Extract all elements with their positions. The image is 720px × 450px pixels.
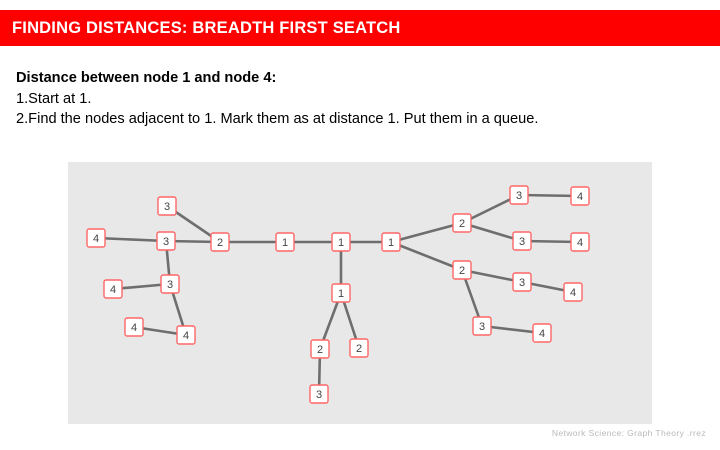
- graph-node-label: 4: [570, 287, 576, 299]
- graph-node[interactable]: 2: [310, 339, 330, 359]
- graph-node[interactable]: 3: [309, 384, 329, 404]
- graph-node[interactable]: 3: [156, 231, 176, 251]
- graph-node-label: 2: [459, 218, 465, 230]
- graph-node-box: [381, 232, 401, 252]
- graph-node[interactable]: 3: [512, 272, 532, 292]
- graph-edge: [95, 236, 167, 243]
- graph-node-label: 3: [164, 201, 170, 213]
- graph-edge: [390, 221, 463, 244]
- graph-node-label: 1: [282, 237, 288, 249]
- graph-node-box: [275, 232, 295, 252]
- graph-node-box: [331, 232, 351, 252]
- body-line-3: 2.Find the nodes adjacent to 1. Mark the…: [16, 111, 539, 127]
- graph-node-label: 2: [356, 343, 362, 355]
- graph-node[interactable]: 1: [331, 232, 351, 252]
- graph-node-box: [349, 338, 369, 358]
- graph-node-box: [124, 317, 144, 337]
- graph-node[interactable]: 3: [157, 196, 177, 216]
- graph-node-box: [570, 232, 590, 252]
- body-line-1: Distance between node 1 and node 4:: [16, 70, 277, 86]
- graph-node-label: 3: [167, 279, 173, 291]
- graph-node-label: 4: [577, 237, 583, 249]
- graph-node-label: 4: [183, 330, 189, 342]
- source-credit: Network Science: Graph Theory .rrez: [551, 428, 706, 438]
- graph-node-label: 1: [388, 237, 394, 249]
- graph-node-label: 3: [163, 236, 169, 248]
- graph-node-label: 2: [217, 237, 223, 249]
- graph-node[interactable]: 4: [570, 232, 590, 252]
- graph-edge: [461, 221, 523, 243]
- graph-node[interactable]: 3: [509, 185, 529, 205]
- graph-node[interactable]: 3: [472, 316, 492, 336]
- graph-node-label: 3: [516, 190, 522, 202]
- graph-edge: [461, 268, 523, 284]
- graph-node-box: [86, 228, 106, 248]
- graph-node-box: [210, 232, 230, 252]
- graph-node-label: 3: [316, 389, 322, 401]
- graph-node-box: [331, 283, 351, 303]
- graph-node-box: [512, 272, 532, 292]
- body-line-2: 1.Start at 1.: [16, 90, 92, 107]
- graph-node-box: [532, 323, 552, 343]
- graph-node-box: [310, 339, 330, 359]
- graph-edge: [390, 240, 463, 272]
- slide-body-text: Distance between node 1 and node 4: 1.St…: [16, 68, 706, 130]
- graph-svg: 1 1 1 1 2 2 2 2 2 3 3 3 3 3 3 3 3 4 4 4 4 4 4 4 4: [86, 185, 590, 404]
- graph-node-label: 1: [338, 288, 344, 300]
- graph-node[interactable]: 1: [381, 232, 401, 252]
- graph-node[interactable]: 4: [124, 317, 144, 337]
- graph-node-label: 3: [479, 321, 485, 333]
- graph-node[interactable]: 1: [331, 283, 351, 303]
- graph-node-box: [512, 231, 532, 251]
- graph-node-box: [103, 279, 123, 299]
- graph-node[interactable]: 4: [176, 325, 196, 345]
- graph-node-box: [176, 325, 196, 345]
- slide-title-bar: FINDING DISTANCES: BREADTH FIRST SEATCH: [0, 10, 720, 46]
- graph-node-box: [156, 231, 176, 251]
- page-title: FINDING DISTANCES: BREADTH FIRST SEATCH: [12, 18, 401, 37]
- graph-node-label: 3: [519, 236, 525, 248]
- graph-node[interactable]: 4: [570, 186, 590, 206]
- graph-node[interactable]: 2: [452, 260, 472, 280]
- graph-node[interactable]: 4: [563, 282, 583, 302]
- graph-node-box: [452, 260, 472, 280]
- graph-node-label: 3: [519, 277, 525, 289]
- graph-node[interactable]: 2: [210, 232, 230, 252]
- graph-node[interactable]: 3: [160, 274, 180, 294]
- graph-node-label: 4: [539, 328, 545, 340]
- graph-node-label: 1: [338, 237, 344, 249]
- graph-node-layer: 1 1 1 1 2 2 2 2 2 3 3 3 3 3 3 3 3 4 4 4 4 4 4 4 4: [86, 185, 590, 404]
- graph-node-label: 2: [459, 265, 465, 277]
- graph-node[interactable]: 3: [512, 231, 532, 251]
- graph-node-box: [570, 186, 590, 206]
- graph-diagram-panel: 1 1 1 1 2 2 2 2 2 3 3 3 3 3 3 3 3 4 4 4 4 4 4 4 4: [68, 162, 652, 424]
- graph-node[interactable]: 4: [86, 228, 106, 248]
- graph-edge: [481, 324, 543, 335]
- graph-node[interactable]: 2: [349, 338, 369, 358]
- graph-node-label: 4: [577, 191, 583, 203]
- graph-node[interactable]: 4: [532, 323, 552, 343]
- graph-node-label: 2: [317, 344, 323, 356]
- graph-node-box: [452, 213, 472, 233]
- graph-node-box: [157, 196, 177, 216]
- graph-node-box: [309, 384, 329, 404]
- graph-node[interactable]: 1: [275, 232, 295, 252]
- graph-node[interactable]: 2: [452, 213, 472, 233]
- graph-node-box: [563, 282, 583, 302]
- graph-edge: [518, 193, 581, 198]
- graph-node-label: 4: [110, 284, 116, 296]
- graph-node[interactable]: 4: [103, 279, 123, 299]
- graph-node-box: [472, 316, 492, 336]
- graph-node-label: 4: [93, 233, 99, 245]
- graph-node-box: [160, 274, 180, 294]
- graph-node-label: 4: [131, 322, 137, 334]
- graph-node-box: [509, 185, 529, 205]
